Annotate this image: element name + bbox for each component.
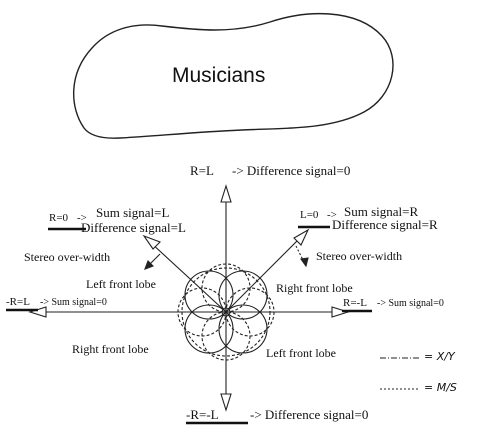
over-width-left-label: Stereo over-width xyxy=(24,250,111,264)
over-width-arrows xyxy=(144,245,309,270)
condition-underlines xyxy=(6,225,372,425)
lobe-pattern xyxy=(177,263,275,361)
left-upper-condition: R=0 xyxy=(49,212,69,224)
arrow-upper-left-head xyxy=(142,234,161,250)
right-upper-condition: L=0 xyxy=(300,209,319,221)
bottom-condition: -R=-L xyxy=(186,407,219,422)
stage-blob xyxy=(73,12,394,139)
bottom-result: -> Difference signal=0 xyxy=(250,407,369,422)
right-axis-result: -> Sum signal=0 xyxy=(377,298,444,309)
lobe-label-lower-right: Left front lobe xyxy=(266,346,336,360)
lobe-lower-right xyxy=(218,304,268,354)
axis-upper-left xyxy=(149,241,227,313)
over-width-right-line xyxy=(295,245,305,263)
legend-ms-label: = M/S xyxy=(424,381,457,394)
arrow-right-head xyxy=(331,306,350,318)
lobe-right xyxy=(225,287,275,337)
left-axis-result: -> Sum signal=0 xyxy=(40,297,107,308)
lobe-label-upper-right: Right front lobe xyxy=(276,281,353,295)
lobe-left xyxy=(177,287,227,337)
over-width-left-head xyxy=(144,260,154,270)
center-point xyxy=(221,307,231,317)
left-upper-sum: Sum signal=L xyxy=(96,205,170,220)
left-upper-arrow: -> xyxy=(77,212,87,224)
over-width-right-head xyxy=(300,257,309,268)
axis-lines xyxy=(38,194,340,402)
lobe-label-lower-left: Right front lobe xyxy=(72,342,149,356)
outer-ring xyxy=(181,267,271,357)
right-upper-sum: Sum signal=R xyxy=(344,204,419,219)
left-axis-condition: -R=L xyxy=(6,296,30,308)
over-width-right-label: Stereo over-width xyxy=(316,249,403,263)
stage-title: Musicians xyxy=(172,64,266,87)
right-axis-condition: R=-L xyxy=(343,297,367,309)
lobe-upper-left xyxy=(184,270,234,320)
arrowheads xyxy=(28,184,350,412)
arrow-bottom-head xyxy=(220,393,232,412)
arrow-left-head xyxy=(28,306,47,318)
left-upper-difference: Difference signal=L xyxy=(81,220,186,235)
arrow-upper-right-head xyxy=(293,228,310,246)
right-upper-difference: Difference signal=R xyxy=(332,217,438,232)
lobe-label-upper-left: Left front lobe xyxy=(86,277,156,291)
legend-xy-label: = X/Y xyxy=(424,350,455,363)
top-result: -> Difference signal=0 xyxy=(232,163,351,178)
legend-samples xyxy=(380,357,420,390)
right-upper-arrow: -> xyxy=(327,209,337,221)
arrow-top-head xyxy=(220,184,232,203)
axis-upper-right xyxy=(225,235,303,313)
top-condition: R=L xyxy=(190,163,214,178)
